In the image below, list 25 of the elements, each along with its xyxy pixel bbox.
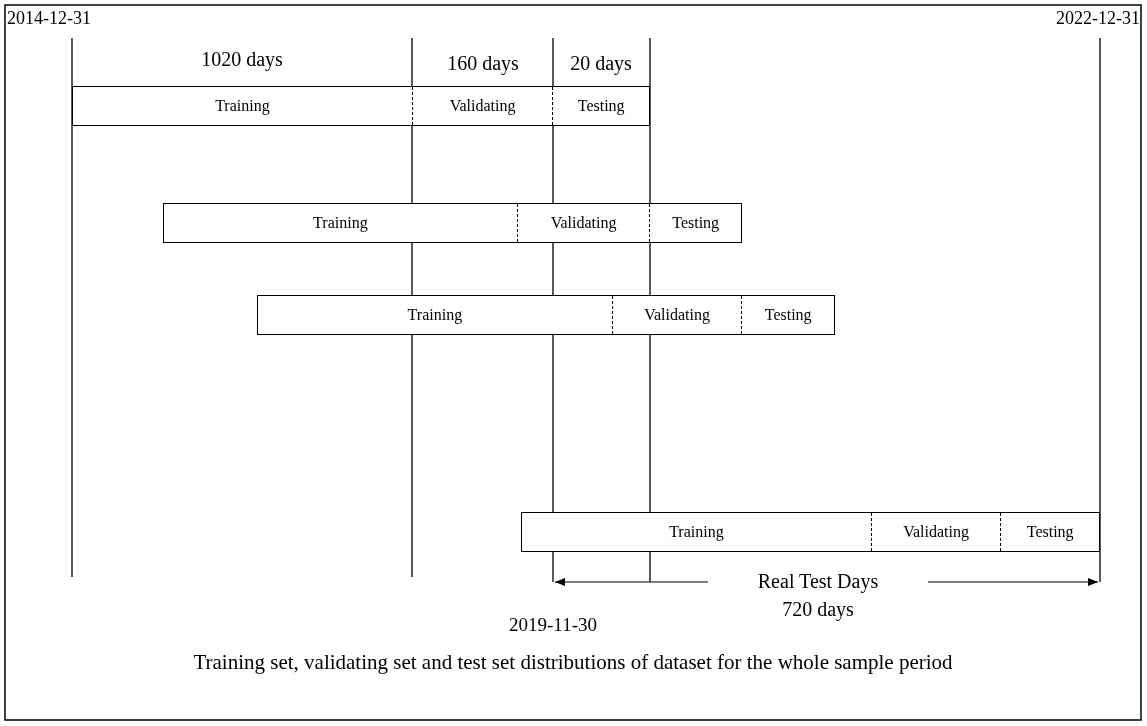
timeline-bar [163,203,742,243]
period-label: Validating [644,306,710,324]
period-label: Validating [449,97,516,115]
date-label: 2019-11-30 [509,614,597,636]
dimension-label: 720 days [782,598,854,621]
date-label: 2022-12-31 [1056,8,1140,29]
period-label: Testing [672,214,720,232]
duration-label: 20 days [570,52,632,75]
period-label: Validating [903,523,969,541]
timeline-bar [521,512,1100,552]
period-label: Training [669,523,724,541]
period-label: Testing [764,306,812,324]
period-label: Validating [550,214,617,232]
duration-label: 160 days [447,52,519,75]
period-label: Training [407,306,463,324]
timeline-bar [72,86,650,126]
period-label: Testing [1026,523,1074,541]
timeline-bar [257,295,835,335]
dimension-label: Real Test Days [757,570,879,593]
period-label: Training [313,214,368,232]
date-label: 2014-12-31 [7,8,91,29]
period-label: Training [215,97,270,115]
period-label: Testing [577,97,625,115]
figure-caption: Training set, validating set and test set distributions of dataset for the whole sample period [193,650,953,675]
duration-label: 1020 days [201,48,283,71]
